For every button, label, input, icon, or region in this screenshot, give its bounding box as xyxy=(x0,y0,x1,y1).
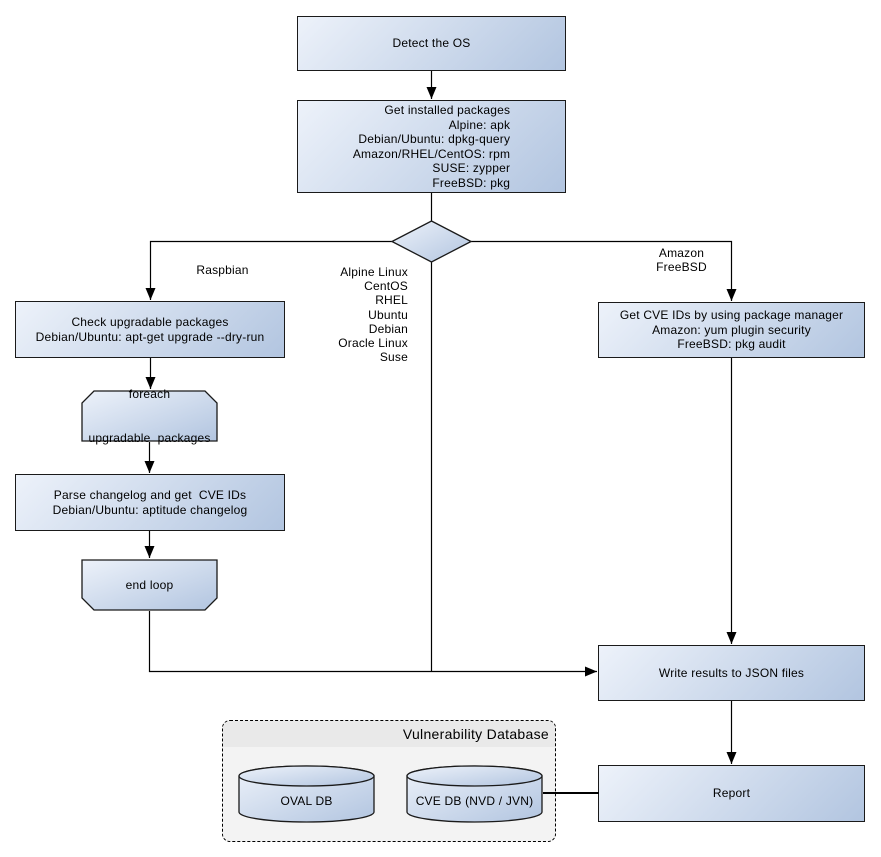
database-cylinder-icon xyxy=(406,765,543,823)
loop-end-shape xyxy=(81,559,218,611)
database-cylinder-icon xyxy=(238,765,375,823)
node-get-cve-ids: Get CVE IDs by using package manager Ama… xyxy=(598,302,865,358)
node-label: Get installed packages Alpine: apk Debia… xyxy=(352,103,511,190)
node-label: CVE DB (NVD / JVN) xyxy=(415,794,534,808)
cluster-header: Vulnerability Database xyxy=(223,721,555,747)
loop-start-shape xyxy=(81,390,218,442)
node-label: Write results to JSON files xyxy=(658,665,805,680)
node-report: Report xyxy=(598,765,865,822)
node-write-results-json: Write results to JSON files xyxy=(598,645,865,701)
connector-cvedb-report xyxy=(543,792,599,794)
node-foreach-upgradable-packages: foreach upgradable packages xyxy=(81,387,218,445)
node-oval-db: OVAL DB xyxy=(238,765,375,823)
node-end-loop: end loop xyxy=(81,559,218,611)
edge-label-raspbian: Raspbian xyxy=(196,263,249,277)
diamond-shape xyxy=(391,220,472,263)
edge-label-amazon-freebsd: Amazon FreeBSD xyxy=(656,246,707,275)
node-check-upgradable-packages: Check upgradable packages Debian/Ubuntu:… xyxy=(15,301,285,358)
node-label: Get CVE IDs by using package manager Ama… xyxy=(619,308,844,352)
node-os-decision-diamond xyxy=(391,220,472,263)
node-label: OVAL DB xyxy=(280,794,333,808)
node-label: end loop xyxy=(125,577,174,592)
node-detect-the-os: Detect the OS xyxy=(297,16,566,71)
node-label: Detect the OS xyxy=(392,36,471,51)
edge-label-os-list: Alpine Linux CentOS RHEL Ubuntu Debian O… xyxy=(338,265,408,365)
node-label: Parse changelog and get CVE IDs Debian/U… xyxy=(52,488,248,517)
node-label: foreach upgradable packages xyxy=(88,387,211,445)
node-get-installed-packages: Get installed packages Alpine: apk Debia… xyxy=(297,100,566,193)
node-label: Report xyxy=(712,786,751,801)
cluster-title: Vulnerability Database xyxy=(402,726,549,742)
node-cve-db: CVE DB (NVD / JVN) xyxy=(406,765,543,823)
node-parse-changelog: Parse changelog and get CVE IDs Debian/U… xyxy=(15,474,285,531)
cluster-vulnerability-database: Vulnerability Database OVAL DB CVE DB (N… xyxy=(222,720,556,842)
node-label: Check upgradable packages Debian/Ubuntu:… xyxy=(35,315,265,344)
